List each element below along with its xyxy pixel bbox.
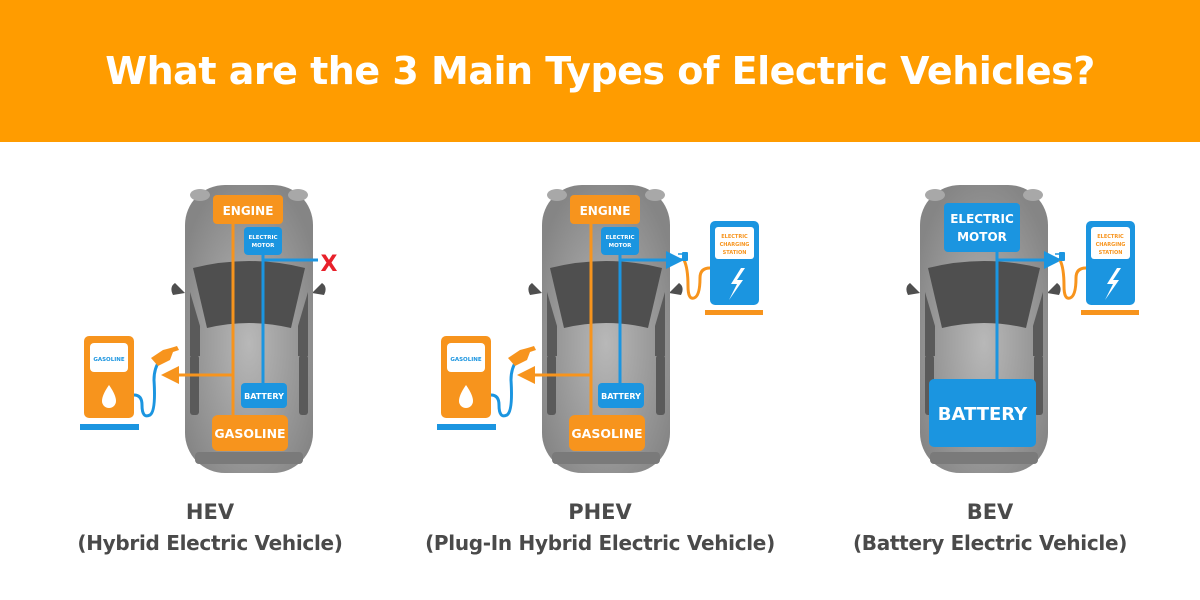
svg-text:MOTOR: MOTOR xyxy=(957,230,1007,244)
hev-abbreviation: HEV xyxy=(185,500,235,524)
electric-motor-box: ELECTRIC MOTOR xyxy=(601,227,639,255)
svg-text:CHARGING: CHARGING xyxy=(720,242,750,248)
blocked-x-icon: X xyxy=(321,252,338,277)
gasoline-tank-box: GASOLINE xyxy=(212,415,288,451)
phev-abbreviation: PHEV xyxy=(568,500,632,524)
plug-icon xyxy=(682,252,688,261)
hev-diagram: X ENGINE ELECTRIC MOTOR BATTERY GASOLINE… xyxy=(80,185,338,473)
electric-motor-box: ELECTRIC MOTOR xyxy=(244,227,282,255)
svg-text:BATTERY: BATTERY xyxy=(244,392,284,401)
battery-box: BATTERY xyxy=(929,379,1036,447)
svg-text:GASOLINE: GASOLINE xyxy=(93,357,125,363)
svg-text:ENGINE: ENGINE xyxy=(580,204,631,218)
hev-caption: HEV (Hybrid Electric Vehicle) xyxy=(40,497,380,559)
svg-text:GASOLINE: GASOLINE xyxy=(450,357,482,363)
bev-diagram: ELECTRIC MOTOR BATTERY ELECTRIC CHARGING… xyxy=(906,185,1139,473)
bev-full-name: (Battery Electric Vehicle) xyxy=(852,531,1128,555)
lightning-bolt-icon xyxy=(729,268,745,300)
phev-caption: PHEV (Plug-In Hybrid Electric Vehicle) xyxy=(400,497,800,559)
gas-pump-icon: GASOLINE xyxy=(437,336,536,430)
plug-icon xyxy=(1059,252,1065,261)
engine-box: ENGINE xyxy=(570,195,640,224)
svg-text:ELECTRIC: ELECTRIC xyxy=(721,234,748,240)
bev-abbreviation: BEV xyxy=(966,500,1014,524)
svg-text:CHARGING: CHARGING xyxy=(1096,242,1126,248)
svg-text:ELECTRIC: ELECTRIC xyxy=(1097,234,1124,240)
svg-text:MOTOR: MOTOR xyxy=(609,243,633,249)
title-banner: What are the 3 Main Types of Electric Ve… xyxy=(0,0,1200,142)
svg-text:BATTERY: BATTERY xyxy=(938,404,1028,425)
phev-diagram: ENGINE ELECTRIC MOTOR BATTERY GASOLINE G… xyxy=(437,185,763,473)
gasoline-tank-box: GASOLINE xyxy=(569,415,645,451)
svg-text:STATION: STATION xyxy=(723,250,747,256)
svg-text:MOTOR: MOTOR xyxy=(252,243,276,249)
svg-text:ELECTRIC: ELECTRIC xyxy=(248,235,277,241)
svg-text:ENGINE: ENGINE xyxy=(223,204,274,218)
hev-full-name: (Hybrid Electric Vehicle) xyxy=(77,531,343,555)
bev-caption: BEV (Battery Electric Vehicle) xyxy=(820,497,1160,559)
battery-box: BATTERY xyxy=(241,383,287,408)
svg-text:ELECTRIC: ELECTRIC xyxy=(950,212,1014,226)
svg-text:GASOLINE: GASOLINE xyxy=(571,426,642,441)
lightning-bolt-icon xyxy=(1105,268,1121,300)
ev-types-diagram: X ENGINE ELECTRIC MOTOR BATTERY GASOLINE… xyxy=(80,185,1139,473)
svg-text:STATION: STATION xyxy=(1099,250,1123,256)
svg-text:ELECTRIC: ELECTRIC xyxy=(605,235,634,241)
svg-text:BATTERY: BATTERY xyxy=(601,392,641,401)
charging-station-icon: ELECTRIC CHARGING STATION xyxy=(1055,221,1139,315)
charging-station-icon: ELECTRIC CHARGING STATION xyxy=(678,221,763,315)
svg-text:GASOLINE: GASOLINE xyxy=(214,426,285,441)
phev-full-name: (Plug-In Hybrid Electric Vehicle) xyxy=(425,531,775,555)
engine-box: ENGINE xyxy=(213,195,283,224)
battery-box: BATTERY xyxy=(598,383,644,408)
page-title: What are the 3 Main Types of Electric Ve… xyxy=(105,49,1095,93)
gas-pump-icon: GASOLINE xyxy=(80,336,179,430)
electric-motor-box: ELECTRIC MOTOR xyxy=(944,203,1020,252)
